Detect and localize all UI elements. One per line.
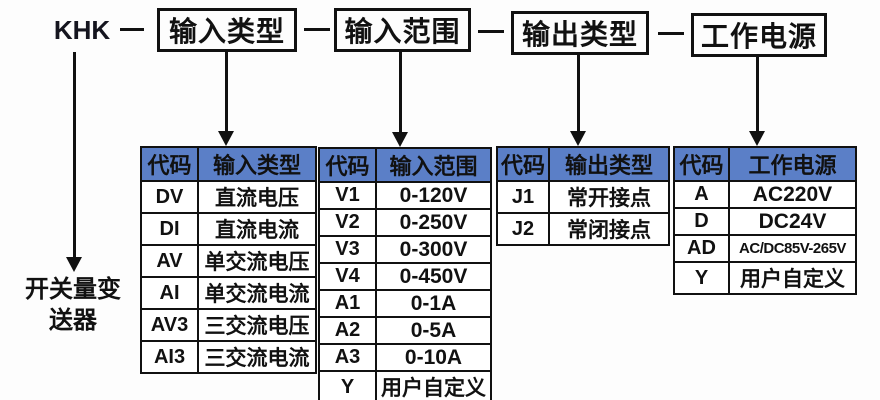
value-cell: 0-5A	[375, 316, 492, 345]
column-header: 工作电源	[728, 146, 857, 182]
value-cell: 0-1A	[375, 289, 492, 318]
column-header: 代码	[673, 146, 730, 182]
value-cell: 直流电压	[197, 180, 317, 214]
code-cell: AI3	[140, 340, 199, 374]
segment-label: 输入范围	[344, 16, 461, 47]
code-cell: J2	[496, 212, 550, 246]
product-name-line: 送器	[49, 307, 97, 334]
value-cell: DC24V	[728, 207, 857, 236]
code-cell: AI	[140, 276, 199, 310]
code-cell: V3	[318, 235, 377, 264]
column-header: 输入类型	[197, 146, 317, 182]
arrow-down-input-range	[392, 52, 408, 147]
product-prefix: KHK	[53, 15, 111, 45]
connector-dash	[658, 32, 684, 35]
value-cell: 0-450V	[375, 262, 492, 291]
code-cell: DI	[140, 212, 199, 246]
column-header: 代码	[140, 146, 199, 182]
value-cell: AC/DC85V-265V	[728, 234, 857, 263]
product-name: 开关量变 送器	[8, 274, 138, 336]
value-cell: 单交流电压	[197, 244, 317, 278]
code-cell: V1	[318, 181, 377, 210]
code-cell: Y	[318, 370, 377, 400]
column-header: 代码	[496, 146, 550, 182]
value-cell: 0-300V	[375, 235, 492, 264]
value-cell: 用户自定义	[375, 370, 492, 400]
value-cell: 0-250V	[375, 208, 492, 237]
code-cell: DV	[140, 180, 199, 214]
code-cell: A2	[318, 316, 377, 345]
code-cell: AD	[673, 234, 730, 263]
value-cell: 用户自定义	[728, 261, 857, 295]
code-cell: A	[673, 180, 730, 209]
arrow-down-input-type	[218, 52, 234, 146]
value-cell: 直流电流	[197, 212, 317, 246]
code-cell: V2	[318, 208, 377, 237]
segment-label: 输入类型	[168, 16, 285, 47]
code-cell: A1	[318, 289, 377, 318]
arrow-down-power-supply	[749, 57, 765, 146]
code-cell: V4	[318, 262, 377, 291]
value-cell: 常闭接点	[548, 212, 670, 246]
connector-dash	[120, 28, 144, 31]
arrow-down-product-name	[66, 52, 82, 272]
segment-box-input-type: 输入类型	[157, 8, 297, 52]
value-cell: AC220V	[728, 180, 857, 209]
segment-box-power-supply: 工作电源	[691, 13, 827, 57]
arrow-down-output-type	[570, 55, 586, 146]
connector-dash	[478, 30, 504, 33]
code-cell: D	[673, 207, 730, 236]
value-cell: 三交流电流	[197, 340, 317, 374]
segment-label: 输出类型	[521, 19, 638, 50]
code-cell: AV	[140, 244, 199, 278]
value-cell: 三交流电压	[197, 308, 317, 342]
code-cell: A3	[318, 343, 377, 372]
segment-label: 工作电源	[700, 21, 817, 52]
code-cell: AV3	[140, 308, 199, 342]
segment-box-input-range: 输入范围	[334, 8, 471, 52]
column-header: 输入范围	[375, 147, 492, 183]
value-cell: 0-120V	[375, 181, 492, 210]
code-cell: Y	[673, 261, 730, 295]
value-cell: 常开接点	[548, 180, 670, 214]
product-name-line: 开关量变	[25, 276, 121, 303]
column-header: 输出类型	[548, 146, 670, 182]
value-cell: 0-10A	[375, 343, 492, 372]
segment-box-output-type: 输出类型	[511, 11, 649, 55]
column-header: 代码	[318, 147, 377, 183]
code-cell: J1	[496, 180, 550, 214]
connector-dash	[304, 28, 330, 31]
value-cell: 单交流电流	[197, 276, 317, 310]
